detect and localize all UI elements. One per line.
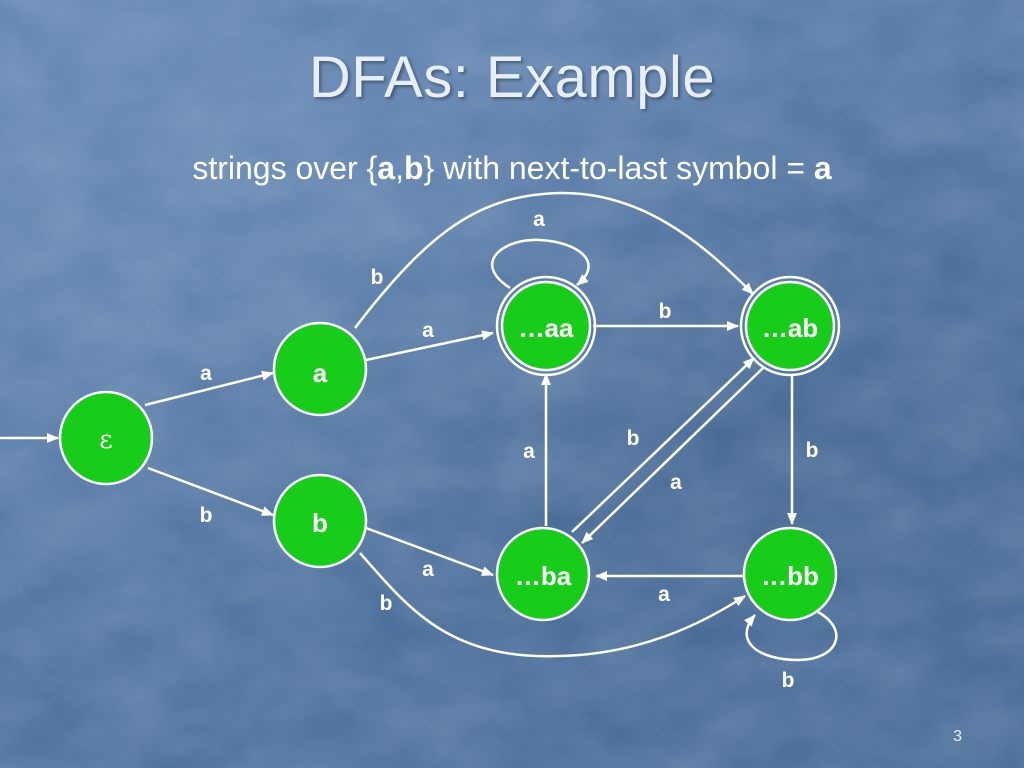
state-bb: …bb [742, 526, 838, 622]
label-ba-aa: a [523, 440, 535, 463]
edge-b-ba [365, 526, 494, 577]
label-bb-ba: a [658, 583, 670, 606]
edge-a-ab [354, 191, 754, 329]
edge-eps-b [147, 466, 274, 517]
edge-bb-loop [744, 610, 838, 662]
state-aa-label: …aa [519, 313, 574, 343]
edge-labels: a b a b a b a b a b a b a b [200, 208, 819, 692]
state-ba: …ba [495, 526, 591, 622]
subtitle-comma: , [395, 150, 404, 186]
subtitle-suffix: } with next-to-last symbol = [423, 150, 814, 186]
label-eps-a: a [200, 362, 212, 385]
subtitle-prefix: strings over { [192, 150, 378, 186]
label-eps-b: b [200, 504, 213, 527]
label-b-ba: a [422, 558, 434, 581]
state-ba-label: …ba [515, 561, 572, 591]
label-aa-ab: b [659, 300, 672, 323]
state-b: b [272, 473, 368, 569]
state-epsilon: ε [58, 390, 154, 486]
subtitle-symbol-a: a [377, 150, 396, 186]
label-a-ab: b [371, 266, 384, 289]
label-ab-bb: b [806, 439, 819, 462]
transitions [0, 191, 838, 662]
state-b-label: b [312, 508, 328, 538]
edge-ab-ba [581, 367, 764, 544]
state-epsilon-label: ε [99, 425, 112, 455]
states: ε a b …aa …ab …ba …bb [58, 275, 841, 622]
slide-title: DFAs: Example [308, 45, 716, 110]
state-a-label: a [313, 358, 328, 388]
subtitle-symbol-target: a [813, 150, 832, 186]
label-ba-ab: b [627, 427, 640, 450]
state-ab: …ab [739, 275, 841, 377]
state-ab-label: …ab [762, 313, 818, 343]
label-b-bb: b [380, 592, 393, 615]
label-a-aa: a [422, 319, 434, 342]
label-bb-loop: b [782, 669, 795, 692]
subtitle-symbol-b: b [403, 150, 424, 186]
edge-ba-ab [571, 357, 755, 533]
label-ab-ba: a [670, 471, 682, 494]
label-aa-loop: a [533, 208, 545, 231]
edge-eps-a [144, 370, 274, 407]
state-bb-label: …bb [761, 561, 819, 591]
state-a: a [272, 321, 368, 417]
edge-aa-loop [490, 238, 590, 290]
slide-subtitle: strings over {a,b} with next-to-last sym… [0, 150, 1024, 187]
edge-b-bb [359, 552, 746, 658]
page-number: 3 [953, 728, 962, 745]
state-aa: …aa [495, 275, 597, 377]
edge-a-aa [365, 330, 494, 362]
